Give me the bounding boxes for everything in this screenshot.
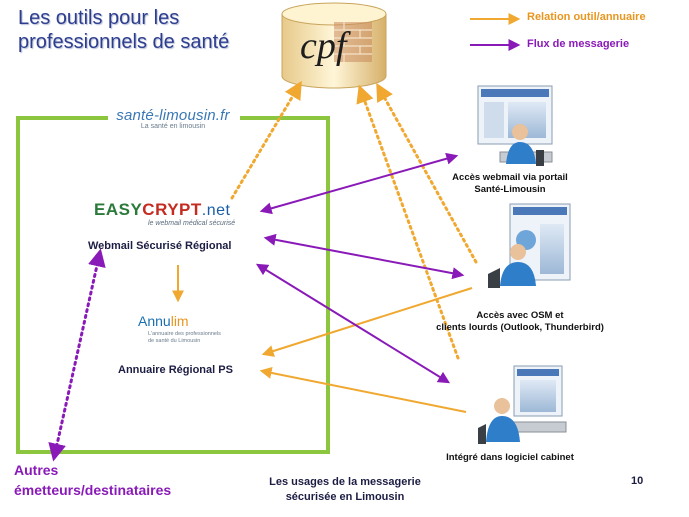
cpf-logo: cpf (281, 2, 387, 89)
easycrypt-easy: EASY (94, 200, 143, 219)
legend-orange-label: Relation outil/annuaire (527, 11, 646, 23)
webmail-label: Webmail Sécurisé Régional (88, 240, 232, 252)
cpf-logo-text: cpf (300, 25, 351, 67)
annulim-part1: Annu (138, 313, 171, 329)
annulim-part2: lim (170, 313, 189, 329)
easycrypt-net: .net (201, 202, 231, 219)
flow-webmail-osm (263, 233, 465, 280)
easycrypt-crypt: CRYPT (142, 200, 202, 219)
relation-cabinet-annuaire (259, 367, 467, 413)
easycrypt-brand: EASYCRYPT.net (94, 200, 274, 221)
easycrypt-logo: EASYCRYPT.net le webmail médical sécuris… (94, 200, 274, 234)
autres-label: Autres émetteurs/destinataires (14, 460, 171, 500)
node-label-line: clients lourds (Outlook, Thunderbird) (436, 322, 604, 333)
annulim-tagline: L'annuaire des professionnels de santé d… (148, 331, 221, 344)
annulim-brand: Annulim (138, 313, 238, 329)
computer-user-icon (477, 85, 553, 166)
flow-webmail-portal (259, 152, 459, 215)
sante-limousin-logo: santé-limousin.fr La santé en limousin (108, 106, 238, 140)
sante-limousin-name: santé-limousin.fr (116, 107, 230, 124)
footer-caption-line1: Les usages de la messagerie (269, 476, 421, 488)
page-number: 10 (631, 475, 644, 487)
footer-caption-line2: sécurisée en Limousin (285, 491, 405, 503)
footer-caption: Les usages de la messagerie sécurisée en… (240, 475, 450, 505)
page-title-line1: Les outils pour les (18, 7, 180, 29)
relation-easycrypt-cpf (230, 80, 302, 200)
page-title: Les outils pour les professionnels de sa… (18, 6, 318, 54)
node-label-cabinet: Intégré dans logiciel cabinet (430, 452, 590, 464)
node-label-line: Santé-Limousin (474, 184, 546, 195)
node-label-webmail-portal: Accès webmail via portail Santé-Limousin (430, 172, 590, 196)
green-frame (16, 116, 330, 454)
node-label-line: Accès avec OSM et (476, 310, 564, 321)
legend-purple-label: Flux de messagerie (527, 38, 630, 50)
easycrypt-tagline: le webmail médical sécurisé (148, 220, 236, 227)
node-label-line: Intégré dans logiciel cabinet (446, 452, 574, 463)
flow-webmail-cabinet (255, 263, 451, 384)
page-title-line2: professionnels de santé (18, 31, 230, 53)
node-label-line: Accès webmail via portail (452, 172, 568, 183)
autres-label-line1: Autres (14, 462, 59, 478)
sante-limousin-tagline: La santé en limousin (140, 123, 206, 130)
autres-label-line2: émetteurs/destinataires (14, 482, 172, 498)
annulim-logo: Annulim L'annuaire des professionnels de… (138, 313, 238, 357)
node-label-osm-clients: Accès avec OSM et clients lourds (Outloo… (415, 310, 625, 334)
annuaire-label: Annuaire Régional PS (118, 364, 233, 376)
computer-user-icon (478, 365, 567, 444)
flow-autres-webmail (48, 248, 106, 462)
computer-user-icon (488, 203, 571, 288)
